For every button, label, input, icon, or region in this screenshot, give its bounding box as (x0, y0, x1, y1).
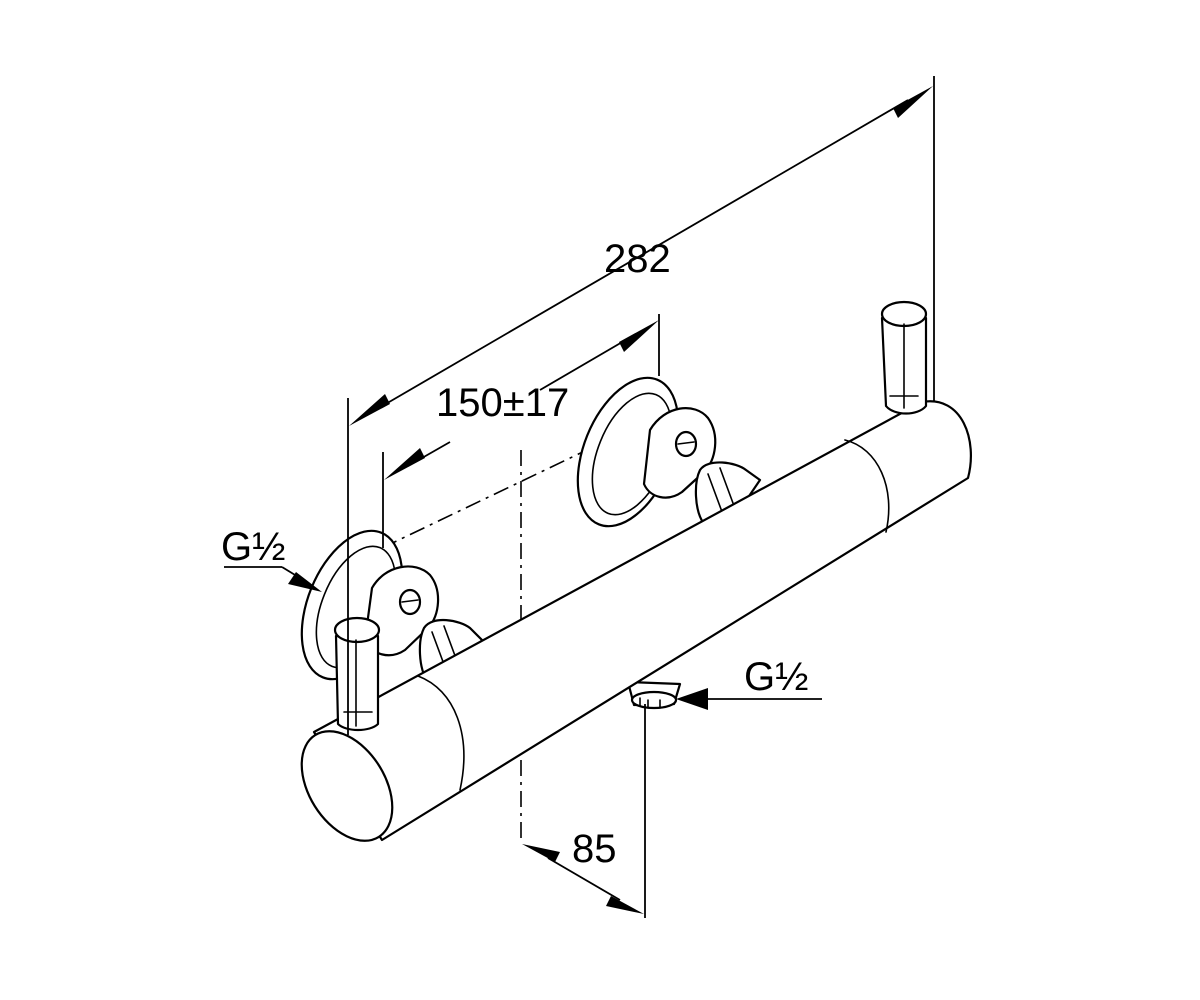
body-segment-seam-right (844, 439, 890, 533)
dimension-150: 150±17 (384, 320, 659, 480)
outlet-connection (626, 680, 682, 710)
right-eccentric-connector (576, 376, 762, 532)
outlet-thread-label: G½ (744, 655, 808, 699)
inlet-thread-callout: G½ (221, 525, 322, 592)
dimension-85-label: 85 (572, 827, 617, 871)
dimension-150-label: 150±17 (436, 381, 569, 425)
dimension-282: 282 (349, 86, 933, 426)
inlet-thread-label: G½ (221, 525, 285, 569)
body-cylinder (312, 400, 972, 842)
outlet-thread-callout: G½ (676, 655, 822, 710)
left-control-knob (333, 616, 381, 732)
dimension-85: 85 (522, 827, 644, 914)
left-connector-body (363, 565, 440, 657)
dimension-282-label: 282 (604, 237, 671, 281)
left-end-cap (300, 730, 394, 842)
right-control-knob (880, 300, 928, 415)
body-segment-seam-left (417, 675, 465, 791)
thermostat-body (300, 400, 972, 842)
